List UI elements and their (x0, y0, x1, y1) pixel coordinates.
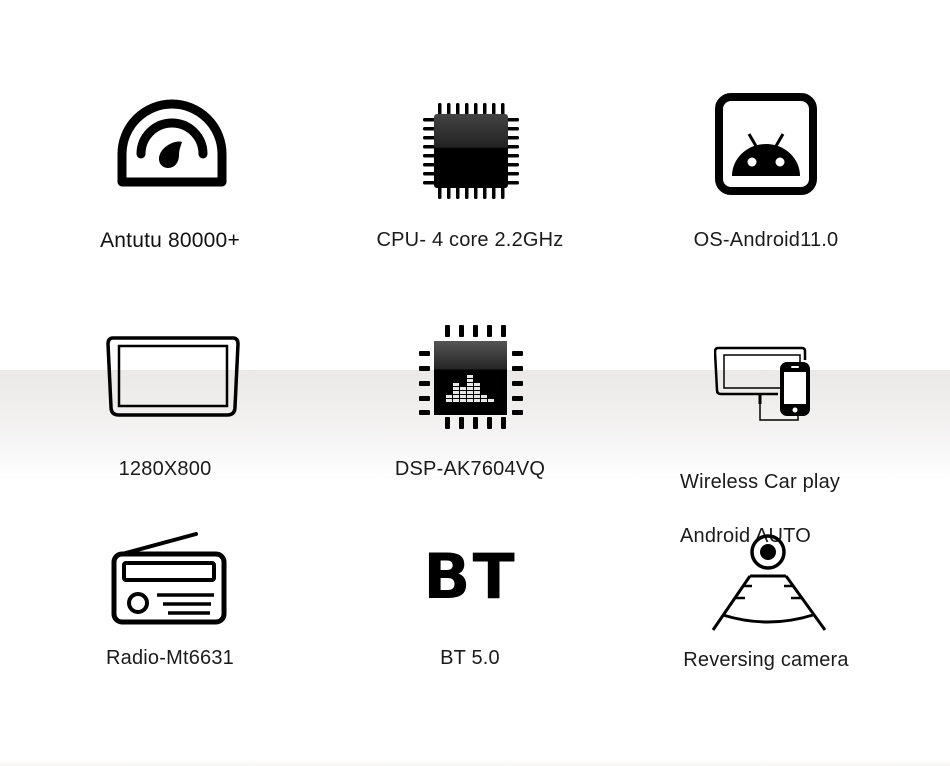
feature-dsp: DSP-AK7604VQ (340, 300, 600, 500)
bt-text-icon: BT (423, 540, 517, 613)
android-icon (714, 92, 818, 196)
dsp-chip-icon (419, 325, 523, 429)
feature-label: Reversing camera (683, 649, 849, 671)
feature-label-line1: Wireless Car play (680, 471, 841, 493)
radio-icon (110, 532, 228, 626)
reversing-camera-icon (708, 534, 832, 634)
feature-camera: Reversing camera (636, 510, 896, 680)
feature-resolution: 1280X800 (35, 300, 295, 500)
feature-label: CPU- 4 core 2.2GHz (376, 229, 564, 251)
feature-label: Radio-Mt6631 (105, 647, 235, 669)
feature-label: BT 5.0 (440, 647, 500, 669)
feature-label: Wireless Car play Android AUTO (680, 442, 840, 550)
feature-label: Antutu 80000+ (100, 229, 240, 252)
screen-phone-icon (714, 346, 814, 426)
screen-icon (105, 335, 241, 419)
cpu-chip-icon (423, 103, 519, 199)
feature-cpu: CPU- 4 core 2.2GHz (340, 0, 600, 270)
feature-bt: BT BT 5.0 (340, 510, 600, 680)
bottom-edge (0, 760, 950, 766)
feature-radio: Radio-Mt6631 (40, 510, 300, 680)
feature-label: OS-Android11.0 (693, 229, 839, 251)
speedometer-icon (114, 92, 230, 188)
feature-carplay: Wireless Car play Android AUTO (636, 300, 896, 547)
feature-label: 1280X800 (118, 458, 212, 480)
feature-label: DSP-AK7604VQ (394, 458, 546, 480)
feature-os: OS-Android11.0 (636, 0, 896, 270)
feature-antutu: Antutu 80000+ (40, 0, 300, 270)
feature-label-line2: Android AUTO (680, 525, 811, 547)
